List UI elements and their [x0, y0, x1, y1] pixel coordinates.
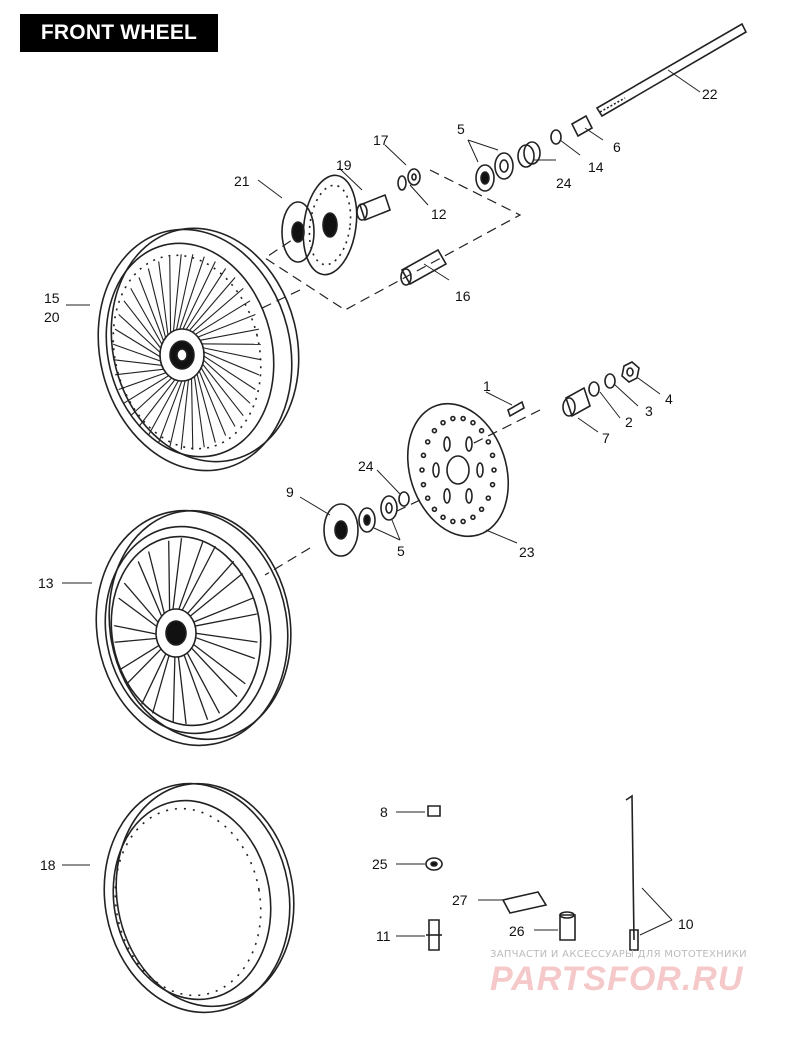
callout-18: 18 — [40, 857, 56, 873]
callout-5-upper: 5 — [457, 121, 465, 137]
spoke-10 — [625, 794, 639, 951]
alignment-lines — [257, 169, 541, 576]
watermark-brand: PARTSFOR.RU — [490, 960, 744, 998]
seal-24-upper — [517, 141, 541, 168]
watermark: ЗАПЧАСТИ И АКСЕССУАРЫ ДЛЯ МОТОТЕХНИКИ PA… — [490, 949, 747, 998]
spacer-6 — [570, 114, 594, 138]
upper-rotor-21 — [281, 201, 315, 263]
weight-27 — [501, 891, 548, 914]
callout-15: 15 — [44, 290, 60, 306]
brake-disc-23 — [406, 402, 510, 538]
bushing-17 — [407, 168, 421, 186]
valve-cap-8 — [427, 805, 441, 817]
callout-10: 10 — [678, 916, 694, 932]
callout-labels: 1 2 3 4 5 5 6 7 8 9 10 11 12 13 14 15 16… — [38, 86, 718, 944]
washer-3 — [604, 373, 616, 389]
bearing-5-upper — [475, 152, 514, 192]
bearing-5-lower — [358, 495, 398, 533]
callout-3: 3 — [645, 403, 653, 419]
callout-1: 1 — [483, 378, 491, 394]
callout-6: 6 — [613, 139, 621, 155]
callout-23: 23 — [519, 544, 535, 560]
callout-16: 16 — [455, 288, 471, 304]
bare-rim — [103, 782, 295, 1014]
callout-4: 4 — [665, 391, 673, 407]
callout-24-lower: 24 — [358, 458, 374, 474]
rotor-9 — [323, 503, 359, 557]
callout-9: 9 — [286, 484, 294, 500]
spoked-wheel-assembly — [97, 227, 300, 472]
valve-stem-11 — [426, 919, 442, 951]
upper-disc-19 — [302, 174, 358, 276]
callout-27: 27 — [452, 892, 468, 908]
nut-4 — [621, 361, 640, 383]
cast-wheel-assembly — [95, 509, 292, 747]
callout-7: 7 — [602, 430, 610, 446]
callout-26: 26 — [509, 923, 525, 939]
nut-14 — [550, 129, 562, 145]
washer-2 — [588, 381, 600, 397]
seal-24-lower — [398, 491, 410, 507]
callout-22: 22 — [702, 86, 718, 102]
callout-11: 11 — [376, 928, 391, 944]
callout-13: 13 — [38, 575, 54, 591]
leader-lines — [62, 69, 701, 937]
callout-12: 12 — [431, 206, 447, 222]
callout-5-lower: 5 — [397, 543, 405, 559]
callout-24-upper: 24 — [556, 175, 572, 191]
washer-12 — [397, 175, 407, 191]
callout-20: 20 — [44, 309, 60, 325]
callout-2: 2 — [625, 414, 633, 430]
bolt-1 — [507, 400, 525, 418]
callout-14: 14 — [588, 159, 604, 175]
axle-22 — [595, 22, 748, 118]
watermark-tagline: ЗАПЧАСТИ И АКСЕССУАРЫ ДЛЯ МОТОТЕХНИКИ — [490, 949, 747, 960]
callout-25: 25 — [372, 856, 388, 872]
diagram-title: FRONT WHEEL — [20, 14, 218, 52]
spacer-7 — [562, 386, 591, 418]
callout-21: 21 — [234, 173, 250, 189]
callout-19: 19 — [336, 157, 352, 173]
spacer-sleeve-19 — [356, 193, 391, 222]
grommet-25 — [425, 857, 443, 871]
callout-17: 17 — [373, 132, 389, 148]
nipple-26 — [559, 911, 576, 941]
callout-8: 8 — [380, 804, 388, 820]
